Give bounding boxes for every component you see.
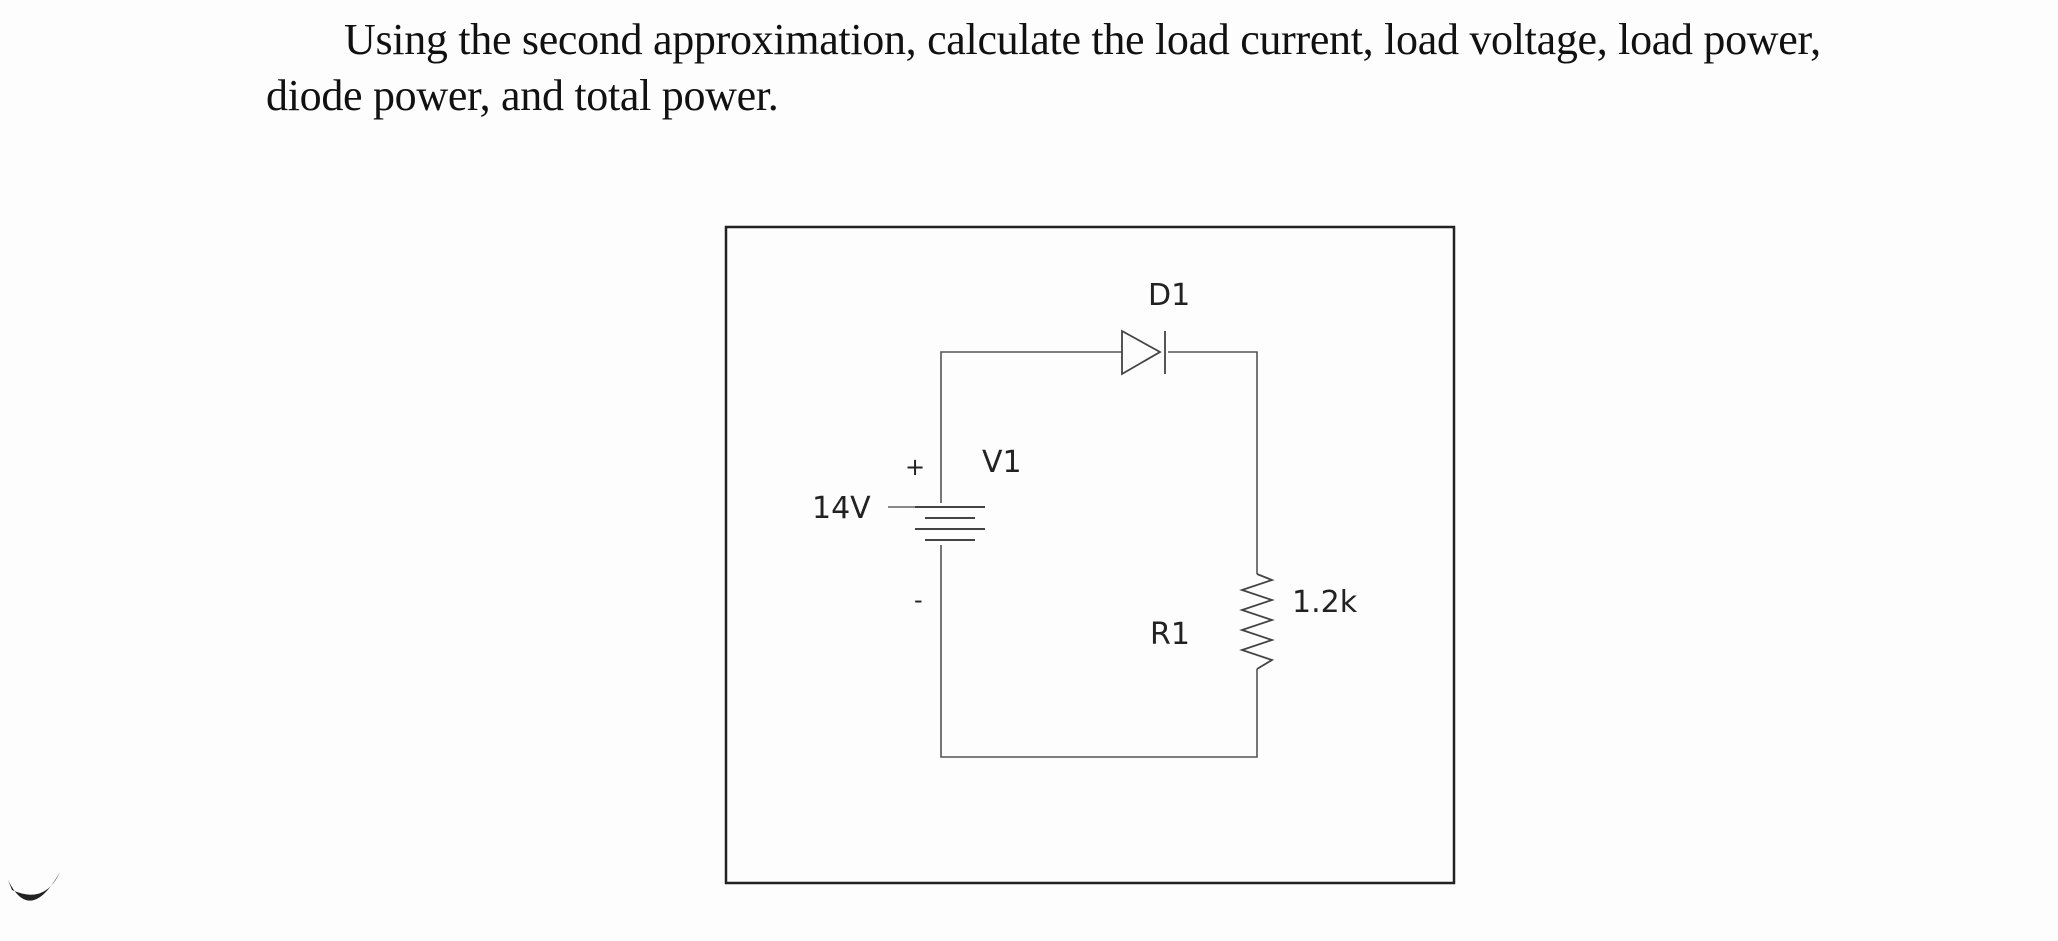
plus-sign: +	[905, 453, 925, 481]
diode-symbol	[1121, 329, 1166, 376]
source-value: 14V	[812, 491, 871, 526]
question-line-1: Using the second approximation, calculat…	[344, 15, 1821, 64]
resistor-symbol	[1239, 573, 1275, 670]
battery-symbol	[888, 506, 985, 541]
resistor-value: 1.2k	[1292, 585, 1358, 620]
minus-sign: -	[914, 586, 923, 614]
diode-label: D1	[1148, 278, 1190, 313]
resistor-label: R1	[1150, 617, 1190, 652]
source-label: V1	[982, 445, 1022, 480]
binder-hole-shadow	[8, 872, 60, 901]
figure-frame	[724, 225, 1456, 885]
circuit-wires	[940, 351, 1258, 758]
question-line-2: diode power, and total power.	[266, 71, 779, 120]
